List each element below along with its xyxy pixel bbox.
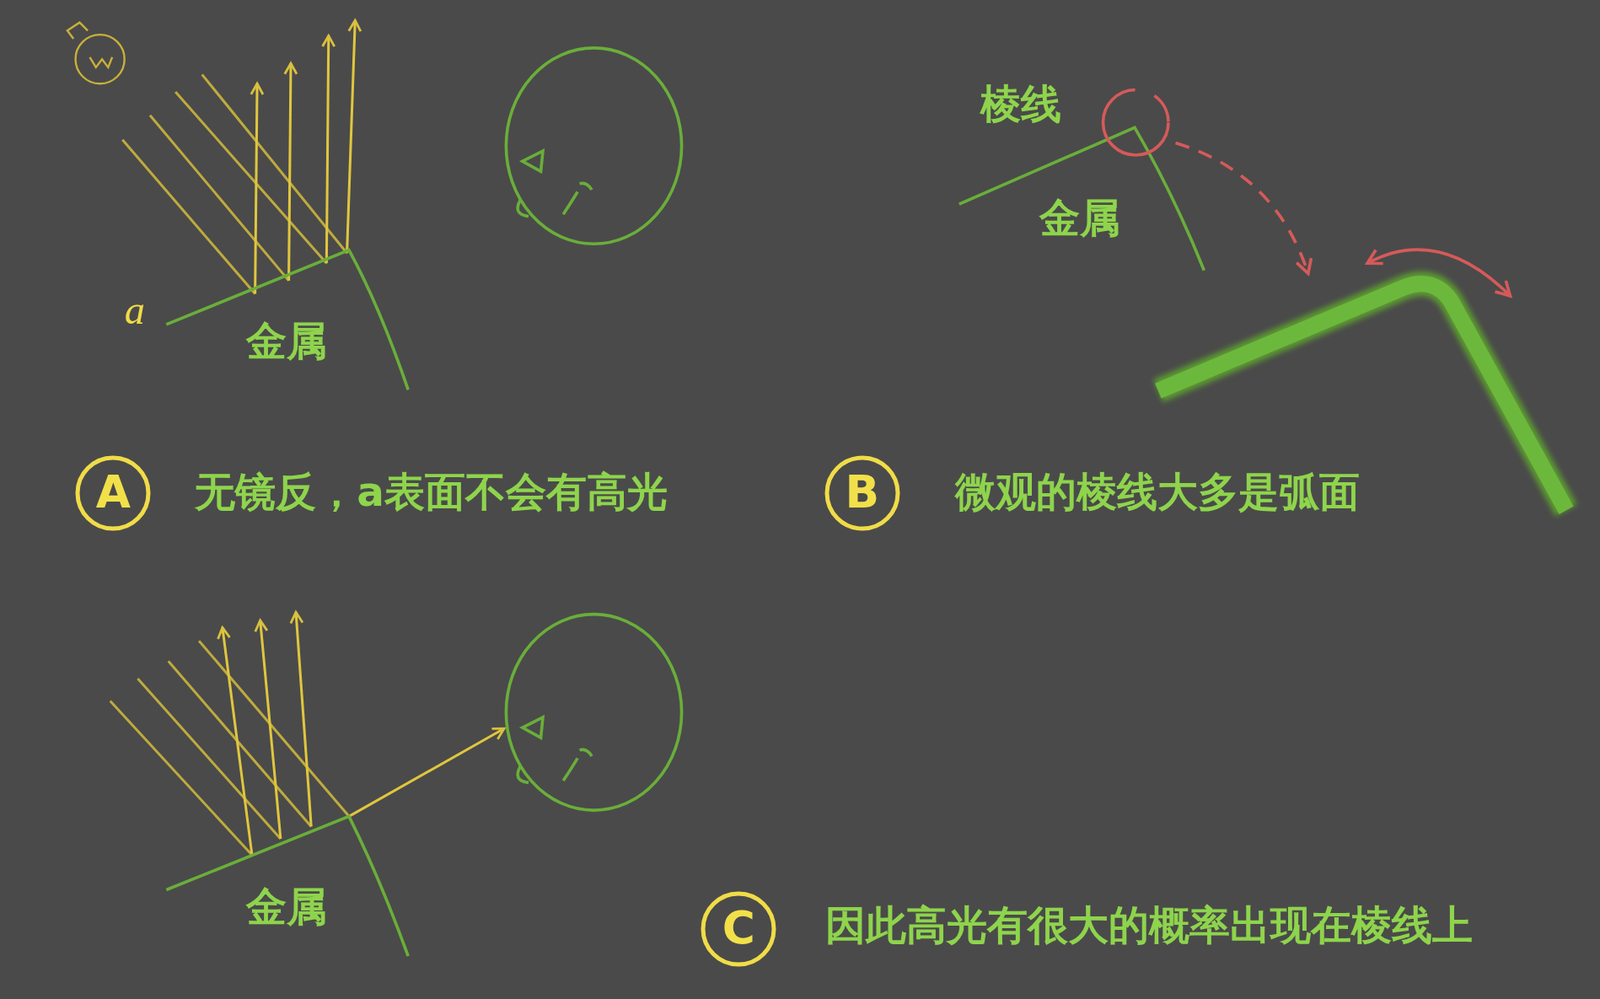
step-badge: A [74, 454, 152, 532]
part-label: 金属 [246, 318, 328, 364]
badge-outline [703, 893, 774, 965]
badge-letter: A [96, 470, 131, 516]
step-badge: C [699, 890, 778, 968]
part-label: 棱线 [980, 81, 1062, 127]
badge-outline [77, 457, 149, 529]
badge-outline [826, 457, 898, 529]
metal-edge [959, 127, 1205, 270]
badge-letter: C [722, 906, 756, 951]
step-badge: B [823, 454, 902, 532]
part-label: 金属 [1039, 195, 1121, 241]
badge-letter: B [845, 470, 881, 516]
point-label: a [124, 287, 145, 333]
caption-text: 微观的棱线大多是弧面 [955, 469, 1360, 515]
curvature-arrow [1367, 249, 1510, 296]
viewer-head [505, 614, 682, 811]
zoom-arrow [1175, 142, 1308, 274]
edge-highlight [1103, 90, 1169, 156]
part-label: 金属 [246, 884, 328, 929]
light-bulb [67, 22, 125, 85]
metal-surface [166, 250, 409, 391]
incident-rays [122, 74, 347, 294]
caption-text: 无镜反，a表面不会有高光 [194, 469, 668, 515]
caption-text: 因此高光有很大的概率出现在棱线上 [825, 902, 1473, 948]
metal-surface [166, 816, 409, 956]
reflected-rays [222, 612, 505, 855]
viewer-head [505, 48, 682, 244]
